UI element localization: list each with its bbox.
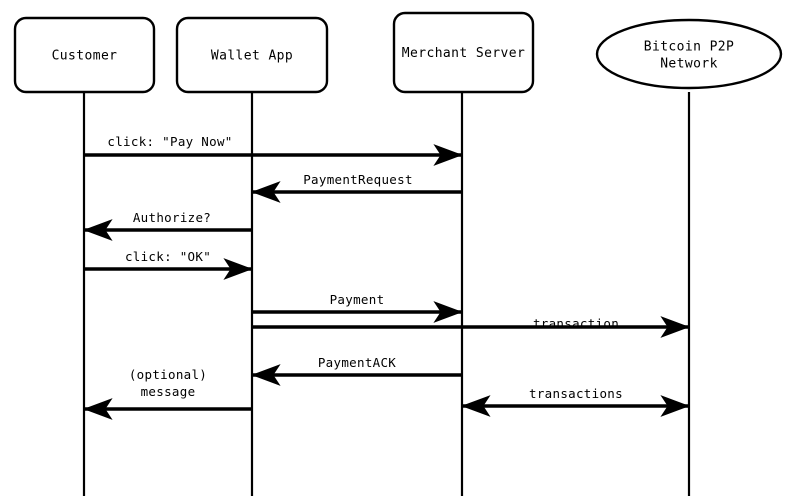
participants-group: Customer Wallet App Merchant Server Bitc… [13, 11, 783, 94]
message-label: transactions [529, 386, 623, 401]
participant-label-bitcoin-line1: Bitcoin P2P [644, 40, 735, 55]
messages-group: click: "Pay Now" PaymentRequestAuthorize?… [83, 134, 690, 420]
message-label: click: "OK" [125, 249, 211, 264]
message-label: Authorize? [133, 210, 211, 225]
lifelines-group [82, 92, 691, 496]
participant-ellipse-bitcoin[interactable] [595, 18, 783, 90]
message-label: PaymentACK [318, 355, 396, 370]
message-label: Payment [330, 292, 385, 307]
participant-label-wallet: Wallet App [211, 49, 293, 64]
message-label: message [141, 384, 196, 399]
participant-box-merchant[interactable] [392, 11, 535, 94]
participant-label-merchant: Merchant Server [402, 46, 525, 61]
message-label: transaction [533, 316, 619, 331]
message-label: (optional) [129, 367, 207, 382]
message-label: click: "Pay Now" [107, 134, 232, 149]
participant-label-customer: Customer [52, 49, 118, 64]
participant-label-bitcoin-line2: Network [660, 57, 718, 72]
participant-box-wallet[interactable] [175, 16, 329, 94]
message-label: PaymentRequest [303, 172, 413, 187]
participant-box-customer[interactable] [13, 16, 156, 94]
